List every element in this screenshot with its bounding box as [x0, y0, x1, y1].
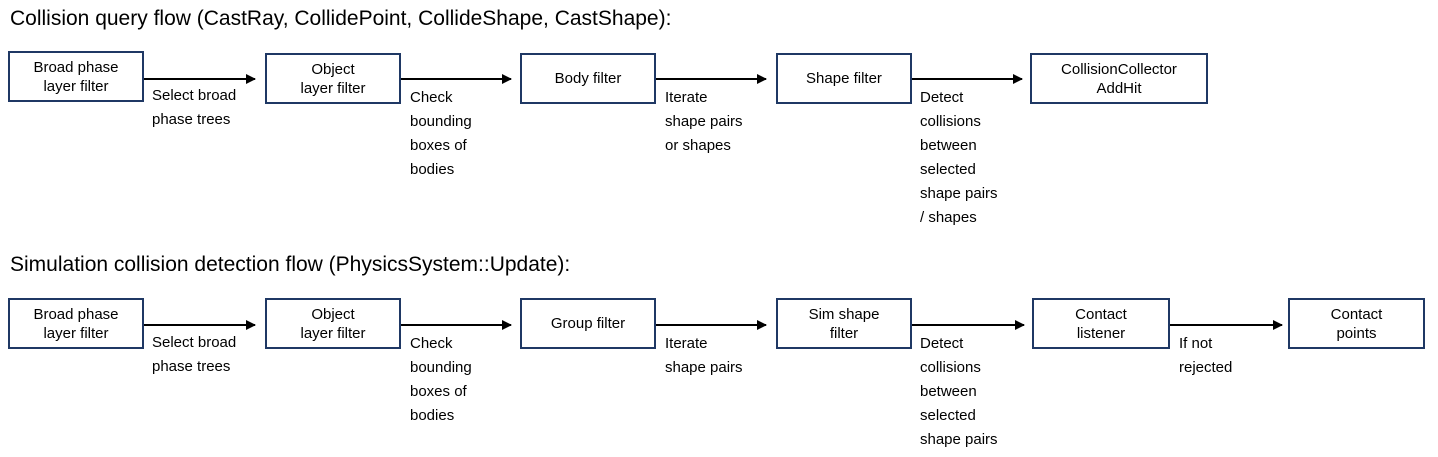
node-label: Contact listener	[1075, 305, 1127, 342]
node-shape-filter: Shape filter	[776, 53, 912, 104]
node-label: Sim shape filter	[808, 305, 880, 342]
arrow-shape-filter-to-collision-collector	[912, 74, 1023, 84]
arrow-object-layer-to-body-filter	[401, 74, 512, 84]
node-contact-listener: Contact listener	[1032, 298, 1170, 349]
arrow-contact-listener-to-contact-points	[1170, 320, 1283, 330]
edge-label-detect-collisions: Detect collisions between selected shape…	[920, 89, 998, 226]
edge-label-detect-collisions-sim: Detect collisions between selected shape…	[920, 335, 998, 448]
node-label: Shape filter	[806, 70, 882, 87]
node-label: Broad phase layer filter	[33, 305, 119, 342]
arrow-body-filter-to-shape-filter	[656, 74, 767, 84]
node-label: Broad phase layer filter	[33, 58, 119, 95]
collision-query-flow-title: Collision query flow (CastRay, CollidePo…	[10, 7, 672, 30]
node-broad-phase-layer-filter-sim: Broad phase layer filter	[8, 298, 144, 349]
arrow-sim-shape-filter-to-contact-listener	[912, 320, 1025, 330]
node-group-filter: Group filter	[520, 298, 656, 349]
edge-label-check-bounding-boxes: Check bounding boxes of bodies	[410, 89, 472, 178]
edge-label-select-broad-phase-trees: Select broad phase trees	[152, 87, 237, 128]
node-label: Object layer filter	[300, 60, 366, 97]
edge-label-iterate-shape-pairs-or-shapes: Iterate shape pairs or shapes	[665, 89, 743, 154]
arrow-object-layer-to-group-filter	[401, 320, 512, 330]
node-collision-collector-addhit: CollisionCollector AddHit	[1030, 53, 1208, 104]
node-label: Contact points	[1330, 305, 1383, 342]
arrow-broad-phase-to-object-layer-sim	[144, 320, 256, 330]
node-label: Object layer filter	[300, 305, 366, 342]
arrow-group-filter-to-sim-shape-filter	[656, 320, 767, 330]
edge-label-check-bounding-boxes-sim: Check bounding boxes of bodies	[410, 335, 472, 424]
node-object-layer-filter-sim: Object layer filter	[265, 298, 401, 349]
node-sim-shape-filter: Sim shape filter	[776, 298, 912, 349]
arrow-broad-phase-to-object-layer	[144, 74, 256, 84]
node-label: CollisionCollector AddHit	[1061, 60, 1177, 97]
simulation-collision-detection-flow-title: Simulation collision detection flow (Phy…	[10, 253, 571, 276]
node-label: Group filter	[550, 315, 626, 332]
node-object-layer-filter: Object layer filter	[265, 53, 401, 104]
node-contact-points: Contact points	[1288, 298, 1425, 349]
edge-label-iterate-shape-pairs: Iterate shape pairs	[665, 335, 743, 376]
node-body-filter: Body filter	[520, 53, 656, 104]
edge-label-select-broad-phase-trees-sim: Select broad phase trees	[152, 334, 237, 375]
node-broad-phase-layer-filter: Broad phase layer filter	[8, 51, 144, 102]
node-label: Body filter	[554, 70, 622, 87]
edge-label-if-not-rejected: If not rejected	[1179, 335, 1233, 376]
